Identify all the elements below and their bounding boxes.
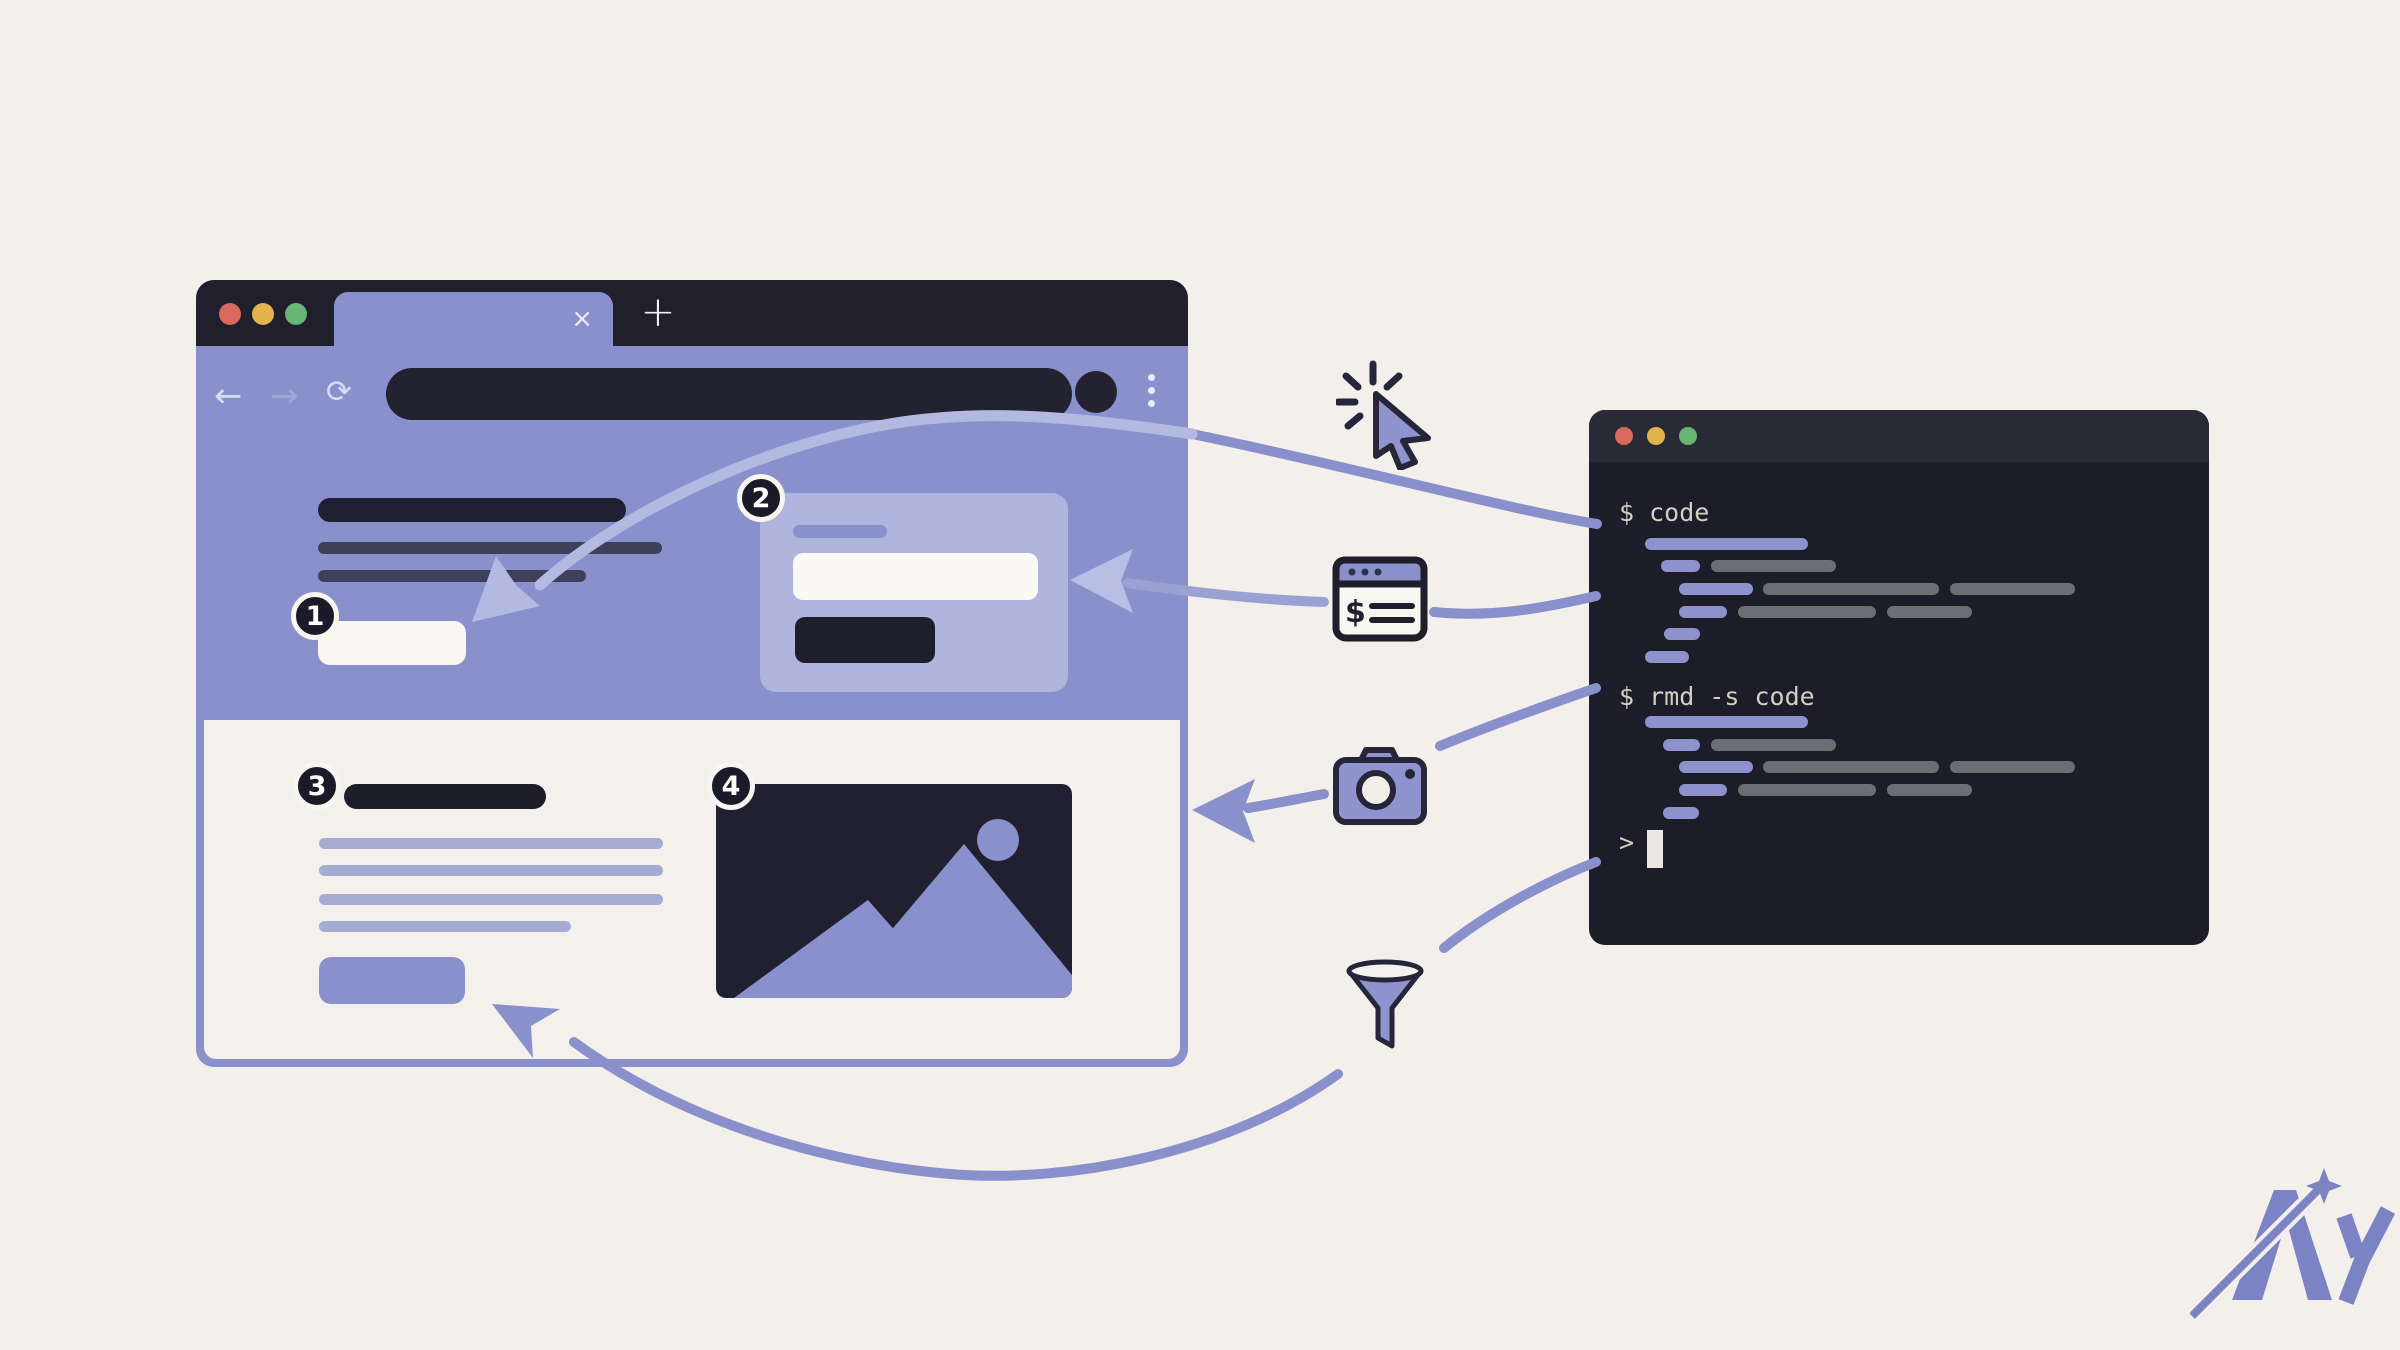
page-content-section: 3 4: [204, 720, 1180, 1059]
code-line-pill: [1887, 784, 1972, 796]
terminal-cursor[interactable]: [1647, 830, 1663, 868]
code-line-pill: [1950, 761, 2075, 773]
terminal-command-1: $ code: [1619, 498, 1710, 527]
terminal-window: $ code $ rmd -s code >: [1589, 410, 2209, 945]
logo-ay: [2190, 1168, 2400, 1323]
code-line-pill: [1663, 807, 1699, 819]
browser-menu-icon[interactable]: [1148, 374, 1155, 407]
code-line-pill: [1763, 583, 1939, 595]
hero-heading-placeholder: [318, 498, 626, 522]
maximize-window-icon[interactable]: [285, 303, 307, 325]
back-button[interactable]: ←: [214, 376, 243, 416]
profile-avatar[interactable]: [1075, 371, 1117, 413]
browser-tab-bar: × +: [196, 280, 1188, 346]
code-line-pill: [1763, 761, 1939, 773]
step-badge-1: 1: [291, 592, 339, 640]
code-line-pill: [1661, 560, 1700, 572]
code-line-pill: [1738, 606, 1876, 618]
close-window-icon[interactable]: [1615, 427, 1633, 445]
filter-funnel-icon: [1344, 958, 1426, 1056]
code-line-pill: [1663, 739, 1700, 751]
close-window-icon[interactable]: [219, 303, 241, 325]
code-line-pill: [1887, 606, 1972, 618]
code-line-pill: [1645, 538, 1808, 550]
browser-active-tab[interactable]: ×: [334, 292, 613, 346]
hero-cta-button[interactable]: [318, 621, 466, 665]
dollar-symbol: $: [1345, 595, 1366, 630]
maximize-window-icon[interactable]: [1679, 427, 1697, 445]
terminal-input-prompt[interactable]: >: [1619, 828, 1635, 857]
new-tab-button[interactable]: +: [640, 287, 676, 336]
camera-icon: [1332, 744, 1428, 830]
step-badge-2: 2: [737, 474, 785, 522]
image-mountains-shape: [734, 844, 1072, 998]
image-sun-shape: [977, 819, 1019, 861]
code-line-pill: [1679, 583, 1753, 595]
code-line-pill: [1711, 739, 1836, 751]
code-line-pill: [1738, 784, 1876, 796]
step-badge-3: 3: [293, 762, 341, 810]
signup-form-card: [760, 493, 1068, 692]
forward-button[interactable]: →: [270, 376, 299, 416]
article-image-placeholder: [716, 784, 1072, 998]
tab-close-icon[interactable]: ×: [571, 304, 593, 334]
code-line-pill: [1711, 560, 1836, 572]
cursor-click-icon: [1336, 356, 1438, 470]
code-line-pill: [1679, 761, 1753, 773]
terminal-command-2: $ rmd -s code: [1619, 682, 1815, 711]
hero-text-line: [318, 542, 662, 554]
code-line-pill: [1679, 784, 1727, 796]
article-text-line: [319, 894, 663, 905]
address-bar[interactable]: [386, 368, 1072, 420]
minimize-window-icon[interactable]: [1647, 427, 1665, 445]
minimize-window-icon[interactable]: [252, 303, 274, 325]
code-line-pill: [1679, 606, 1727, 618]
article-button[interactable]: [319, 957, 465, 1004]
code-line-pill: [1664, 628, 1700, 640]
browser-window: × + ← → ⟳ 1 2 3 4: [196, 280, 1188, 1067]
form-input-field[interactable]: [793, 553, 1038, 600]
article-text-line: [319, 865, 663, 876]
hero-text-line: [318, 570, 586, 582]
step-badge-4: 4: [707, 762, 755, 810]
article-text-line: [319, 838, 663, 849]
code-line-pill: [1645, 651, 1689, 663]
terminal-title-bar: [1589, 410, 2209, 462]
code-line-pill: [1950, 583, 2075, 595]
article-text-line: [319, 921, 571, 932]
reload-button[interactable]: ⟳: [326, 374, 352, 410]
arrowhead-to-page-edge: [1192, 779, 1255, 843]
billing-browser-icon: $: [1332, 556, 1428, 642]
code-line-pill: [1645, 716, 1808, 728]
form-submit-button[interactable]: [795, 617, 935, 663]
article-heading-placeholder: [344, 784, 546, 809]
form-label-placeholder: [793, 525, 887, 538]
